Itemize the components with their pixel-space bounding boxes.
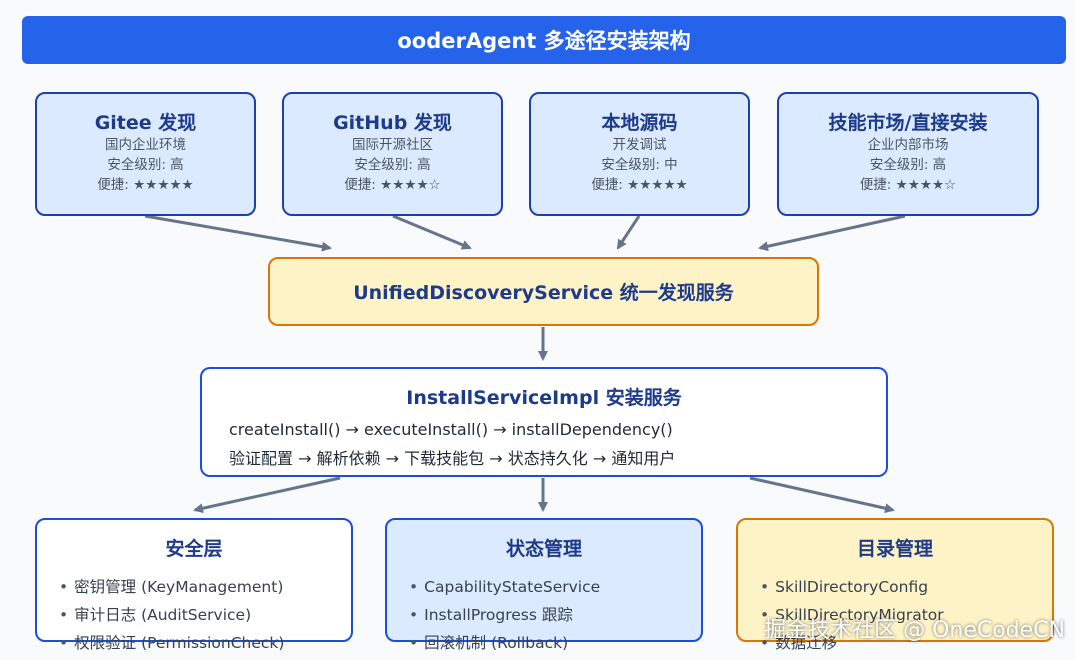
source-security: 安全级别: 中 <box>601 157 678 173</box>
source-convenience: 便捷: ★★★★★ <box>97 177 194 193</box>
arrow-local-to-unified <box>616 215 641 250</box>
list-item: •审计日志 (AuditService) <box>59 606 252 624</box>
list-item: •数据迁移 <box>760 634 838 652</box>
source-desc: 开发调试 <box>612 137 667 153</box>
box-title: 安全层 <box>165 538 223 560</box>
arrow-github-to-unified <box>392 214 472 250</box>
unified-discovery-box: UnifiedDiscoveryService 统一发现服务 <box>268 257 819 326</box>
source-title: Gitee 发现 <box>94 112 197 134</box>
arrow-market-to-unified <box>758 214 906 252</box>
unified-discovery-title: UnifiedDiscoveryService 统一发现服务 <box>353 282 734 304</box>
source-desc: 企业内部市场 <box>867 137 949 153</box>
install-service-box: InstallServiceImpl 安装服务 createInstall() … <box>200 367 888 477</box>
install-step-chain: 验证配置 → 解析依赖 → 下载技能包 → 状态持久化 → 通知用户 <box>229 449 676 468</box>
source-title: GitHub 发现 <box>333 112 452 134</box>
source-title: 技能市场/直接安装 <box>828 112 988 134</box>
security-layer-box: 安全层 •密钥管理 (KeyManagement) •审计日志 (AuditSe… <box>35 518 353 652</box>
arrow-install-to-directory <box>749 476 895 514</box>
source-security: 安全级别: 高 <box>107 157 184 173</box>
source-security: 安全级别: 高 <box>869 157 947 173</box>
list-item: •SkillDirectoryMigrator <box>760 606 944 624</box>
source-security: 安全级别: 高 <box>354 157 431 173</box>
box-title: 目录管理 <box>856 538 933 560</box>
source-convenience: 便捷: ★★★★☆ <box>859 177 957 193</box>
source-box-github: GitHub 发现 国际开源社区 安全级别: 高 便捷: ★★★★☆ <box>282 92 503 216</box>
install-method-chain: createInstall() → executeInstall() → ins… <box>229 420 673 439</box>
watermark: 掘金技术社区 @ OneCodeCN <box>764 618 1065 643</box>
source-desc: 国内企业环境 <box>105 137 186 153</box>
diagram-title: ooderAgent 多途径安装架构 <box>22 16 1066 64</box>
directory-management-box: 目录管理 •SkillDirectoryConfig •SkillDirecto… <box>736 518 1054 652</box>
list-item: •权限验证 (PermissionCheck) <box>59 634 285 652</box>
source-box-market: 技能市场/直接安装 企业内部市场 安全级别: 高 便捷: ★★★★☆ <box>777 92 1039 216</box>
source-desc: 国际开源社区 <box>352 137 433 153</box>
list-item: •回滚机制 (Rollback) <box>409 634 569 652</box>
list-item: •SkillDirectoryConfig <box>760 578 929 596</box>
list-item: •密钥管理 (KeyManagement) <box>59 578 284 596</box>
source-box-gitee: Gitee 发现 国内企业环境 安全级别: 高 便捷: ★★★★★ <box>35 92 256 216</box>
box-title: 状态管理 <box>505 538 582 560</box>
list-item: •InstallProgress 跟踪 <box>409 606 573 624</box>
install-service-title: InstallServiceImpl 安装服务 <box>406 387 682 409</box>
source-convenience: 便捷: ★★★★★ <box>591 177 688 193</box>
arrow-gitee-to-unified <box>144 214 332 252</box>
source-title: 本地源码 <box>601 112 678 134</box>
source-box-local: 本地源码 开发调试 安全级别: 中 便捷: ★★★★★ <box>529 92 750 216</box>
state-management-box: 状态管理 •CapabilityStateService •InstallPro… <box>385 518 703 652</box>
arrow-install-to-security <box>193 476 341 514</box>
list-item: •CapabilityStateService <box>409 578 601 596</box>
source-convenience: 便捷: ★★★★☆ <box>344 177 441 193</box>
